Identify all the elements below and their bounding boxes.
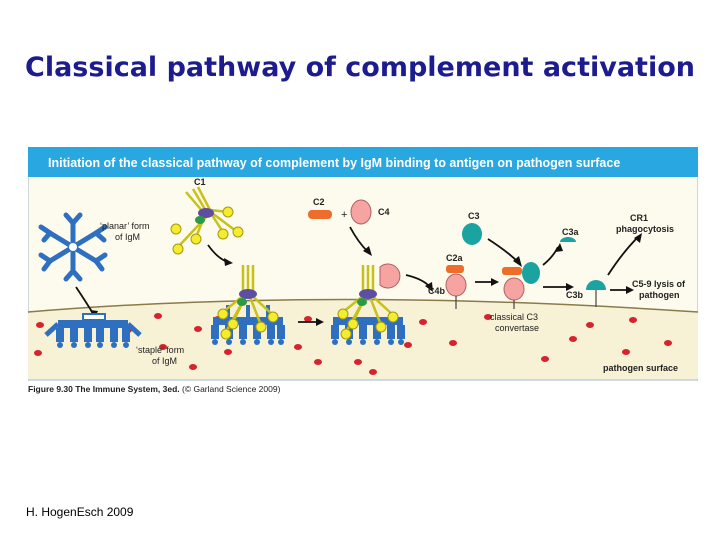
c3a-molecule bbox=[560, 237, 576, 242]
c4-molecule bbox=[350, 199, 372, 225]
c59-label-2: pathogen bbox=[639, 290, 680, 300]
cr1-label-2: phagocytosis bbox=[616, 224, 674, 234]
pathogen-surface-label: pathogen surface bbox=[603, 363, 678, 373]
c1-igm-complex-1 bbox=[211, 265, 285, 345]
c3-molecule bbox=[462, 223, 482, 245]
label-c4: C4 bbox=[378, 207, 390, 217]
c3b-molecule bbox=[586, 280, 606, 290]
c2-molecule bbox=[308, 210, 332, 219]
label-c3b: C3b bbox=[566, 290, 584, 300]
label-c2: C2 bbox=[313, 197, 325, 207]
planar-igm bbox=[38, 212, 108, 282]
label-c1: C1 bbox=[194, 177, 206, 187]
label-c3a: C3a bbox=[562, 227, 580, 237]
planar-label-1: ‘planar’ form bbox=[100, 221, 150, 231]
caption-rest: (© Garland Science 2009) bbox=[180, 384, 281, 394]
label-c3: C3 bbox=[468, 211, 480, 221]
diagram-header: Initiation of the classical pathway of c… bbox=[48, 156, 620, 170]
figure-caption: Figure 9.30 The Immune System, 3ed. (© G… bbox=[28, 384, 281, 394]
complement-diagram: Initiation of the classical pathway of c… bbox=[28, 147, 698, 394]
label-c4b: C4b bbox=[428, 286, 446, 296]
slide-title: Classical pathway of complement activati… bbox=[25, 52, 695, 83]
caption-bold: Figure 9.30 The Immune System, 3ed. bbox=[28, 384, 180, 394]
planar-label-2: of IgM bbox=[115, 232, 140, 242]
author-credit: H. HogenEsch 2009 bbox=[26, 505, 134, 519]
header-bar bbox=[28, 147, 698, 177]
label-c2a: C2a bbox=[446, 253, 464, 263]
c3-convertase bbox=[502, 262, 540, 309]
label-plus: + bbox=[341, 209, 347, 221]
staple-label-1: ‘staple’ form bbox=[136, 345, 184, 355]
c59-label-1: C5-9 lysis of bbox=[632, 279, 686, 289]
c1-igm-complex-2 bbox=[331, 263, 405, 345]
c2a-molecule bbox=[446, 265, 464, 273]
c4b-molecule bbox=[445, 273, 467, 297]
convertase-label-1: classical C3 bbox=[490, 312, 538, 322]
staple-label-2: of IgM bbox=[152, 356, 177, 366]
cr1-label-1: CR1 bbox=[630, 213, 648, 223]
convertase-label-2: convertase bbox=[495, 323, 539, 333]
free-c1 bbox=[170, 186, 244, 255]
staple-igm bbox=[44, 313, 142, 348]
